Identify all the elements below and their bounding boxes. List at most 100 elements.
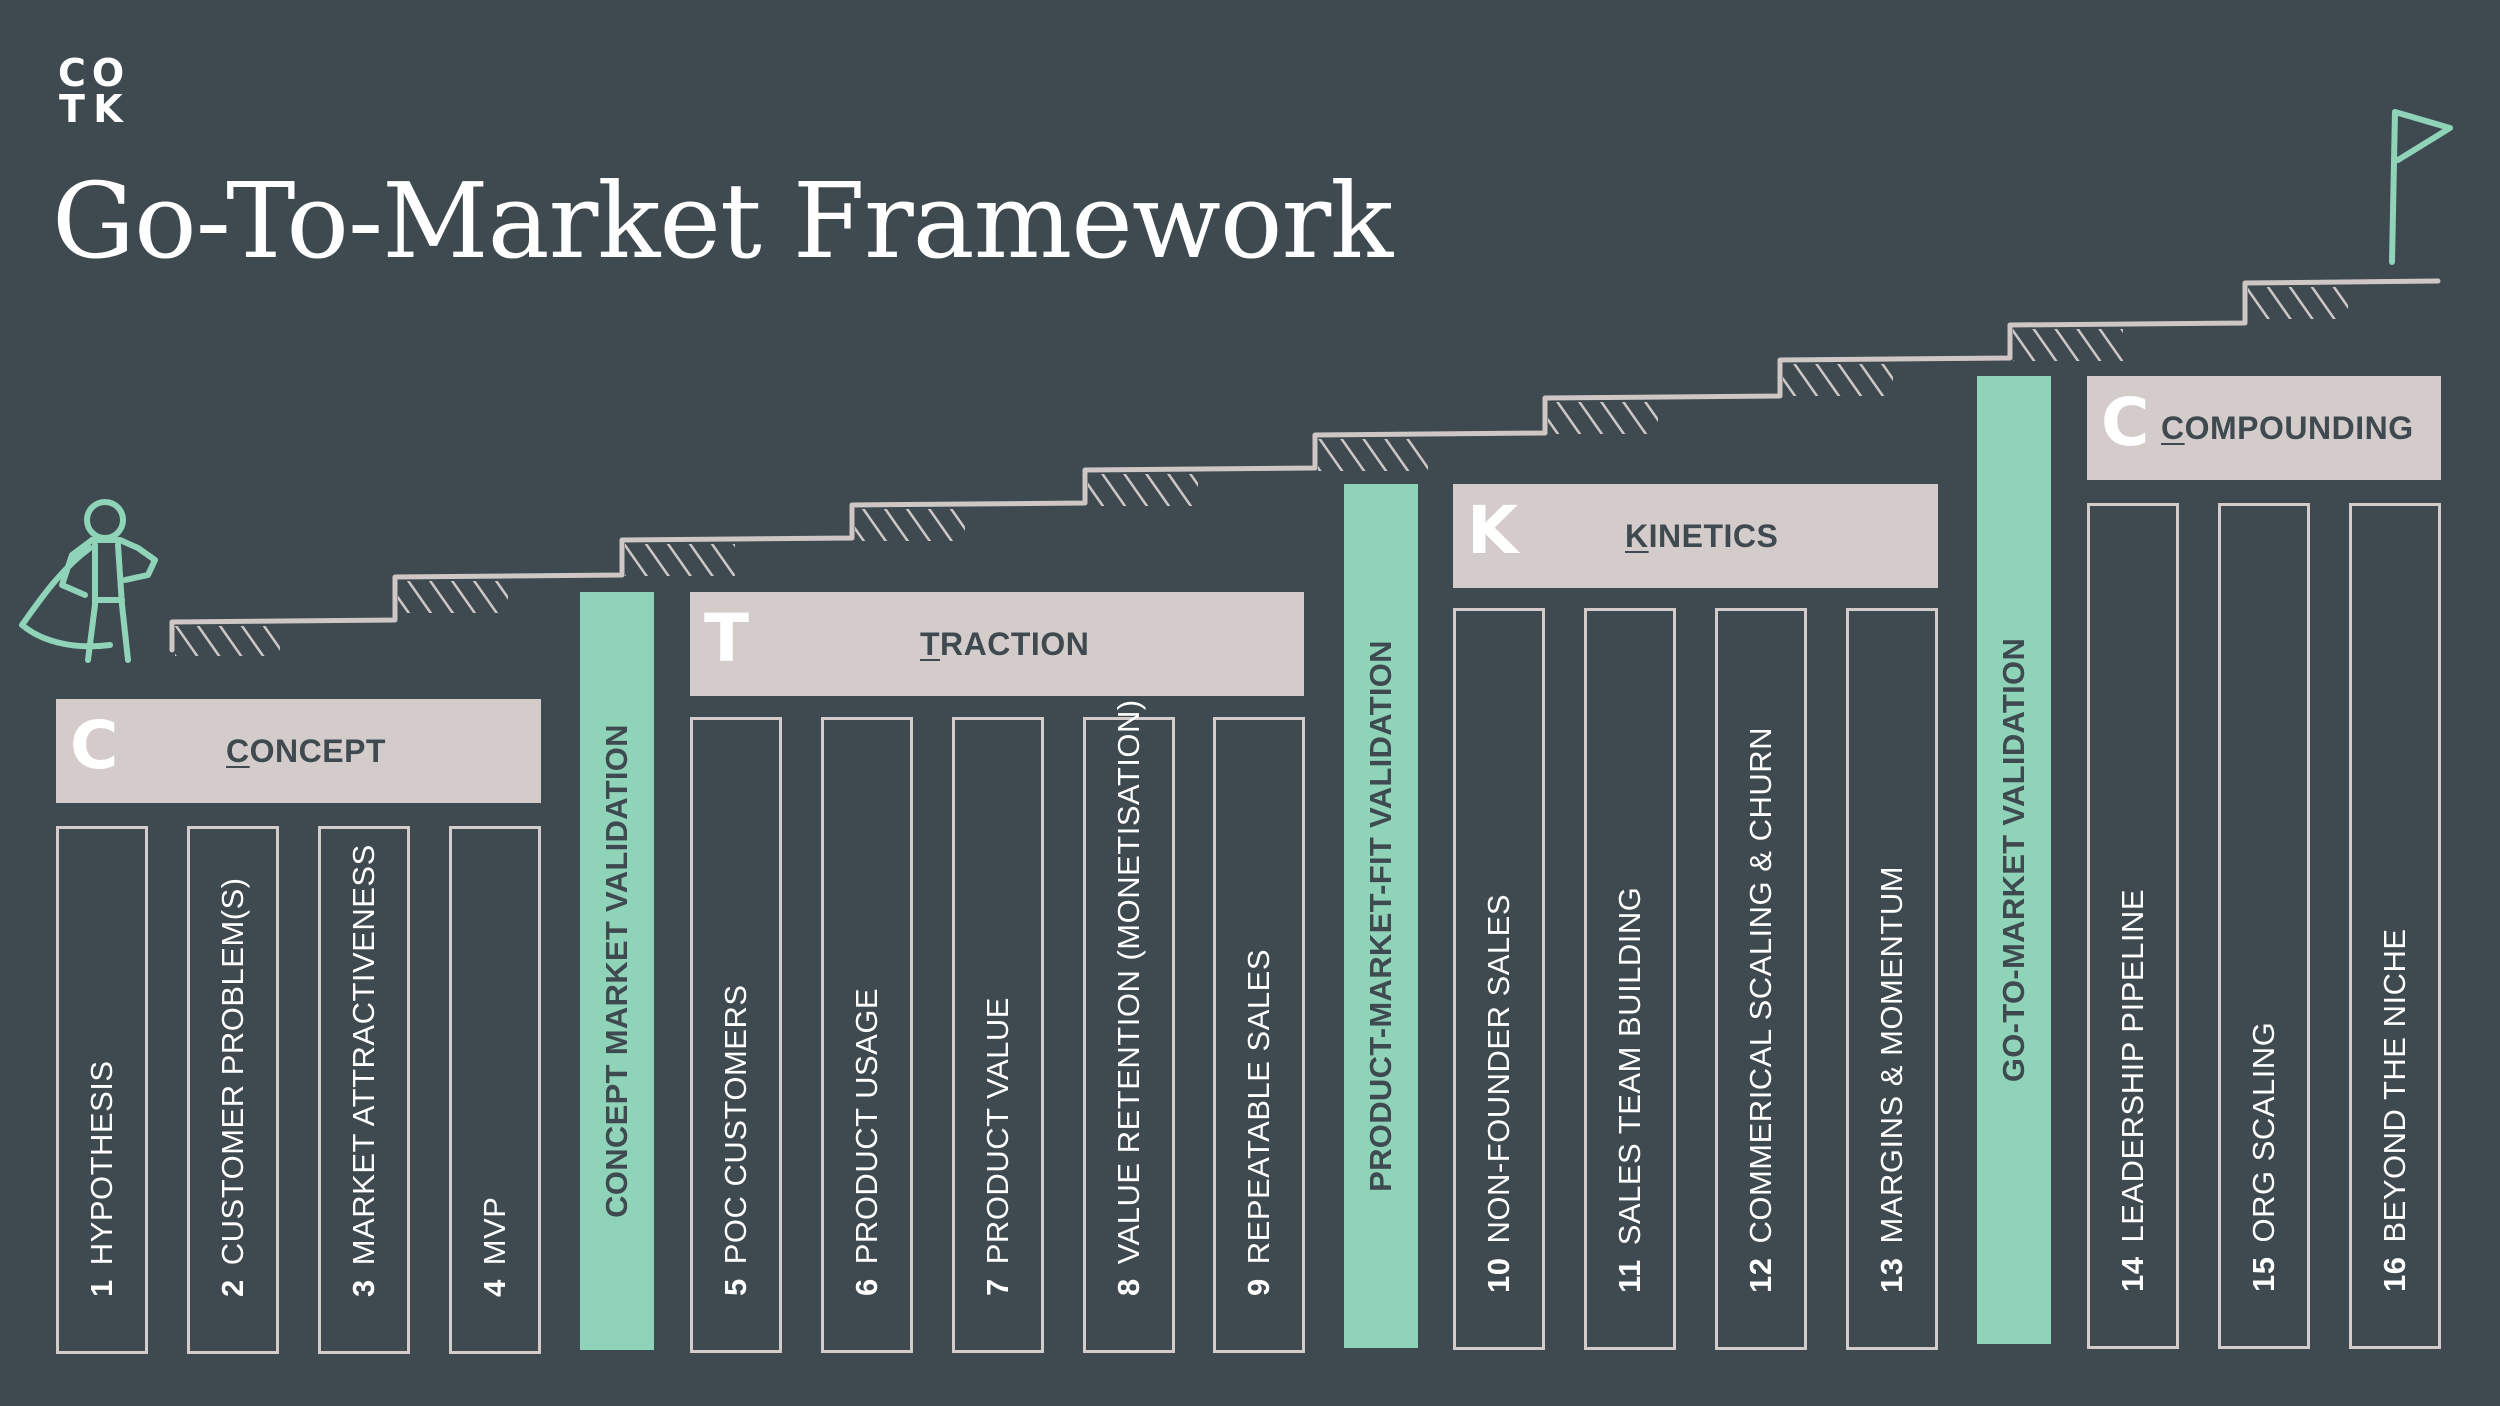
step-number: 4	[477, 1279, 512, 1297]
phase-letter: K	[1467, 492, 1519, 569]
step-column: 9 REPEATABLE SALES	[1213, 717, 1305, 1353]
phase-letter: T	[704, 600, 750, 677]
step-text: BEYOND THE NICHE	[2377, 928, 2412, 1243]
step-number: 7	[980, 1278, 1015, 1296]
step-column: 2 CUSTOMER PROBLEM(S)	[187, 826, 279, 1354]
step-label: 14 LEADERSHIP PIPELINE	[2115, 889, 2151, 1292]
phase-name-rest: RACTION	[940, 625, 1090, 662]
step-number: 11	[1612, 1259, 1647, 1293]
step-text: NON-FOUNDER SALES	[1481, 893, 1516, 1244]
step-text: PRODUCT USAGE	[849, 987, 884, 1265]
step-text: ORG SCALING	[2246, 1021, 2281, 1243]
step-number: 6	[849, 1278, 884, 1296]
step-label: 9 REPEATABLE SALES	[1241, 949, 1277, 1296]
step-column: 7 PRODUCT VALUE	[952, 717, 1044, 1353]
step-column: 13 MARGINS & MOMENTUM	[1846, 608, 1938, 1350]
validation-label: GO-TO-MARKET VALIDATION	[1996, 637, 2031, 1083]
step-text: HYPOTHESIS	[84, 1060, 119, 1266]
step-label: 3 MARKET ATTRACTIVENESS	[346, 844, 382, 1297]
step-column: 11 SALES TEAM BUILDING	[1584, 608, 1676, 1350]
step-number: 14	[2115, 1256, 2150, 1292]
step-label: 4 MVP	[477, 1197, 513, 1297]
step-label: 7 PRODUCT VALUE	[980, 997, 1016, 1296]
step-label: 1 HYPOTHESIS	[84, 1060, 120, 1297]
step-number: 9	[1241, 1278, 1276, 1296]
step-column: 10 NON-FOUNDER SALES	[1453, 608, 1545, 1350]
step-number: 2	[215, 1279, 250, 1297]
logo-letter: T	[59, 87, 85, 131]
validation-label: PRODUCT-MARKET-FIT VALIDATION	[1363, 640, 1398, 1192]
step-label: 11 SALES TEAM BUILDING	[1612, 887, 1648, 1293]
step-label: 15 ORG SCALING	[2246, 1022, 2282, 1292]
validation-bar-product-market-fit: PRODUCT-MARKET-FIT VALIDATION	[1344, 484, 1418, 1348]
step-label: 6 PRODUCT USAGE	[849, 988, 885, 1296]
step-number: 5	[718, 1278, 753, 1296]
flag-icon	[2389, 109, 2453, 265]
step-column: 12 COMMERICAL SCALING & CHURN	[1715, 608, 1807, 1350]
step-label: 8 VALUE RETENTION (MONETISATION)	[1111, 699, 1147, 1296]
phase-letter: C	[2101, 384, 2150, 461]
phase-name-rest: INETICS	[1648, 517, 1779, 554]
step-column: 15 ORG SCALING	[2218, 503, 2310, 1349]
step-label: 12 COMMERICAL SCALING & CHURN	[1743, 727, 1779, 1293]
step-text: VALUE RETENTION (MONETISATION)	[1111, 699, 1146, 1265]
step-column: 16 BEYOND THE NICHE	[2349, 503, 2441, 1349]
step-text: LEADERSHIP PIPELINE	[2115, 889, 2150, 1243]
step-column: 14 LEADERSHIP PIPELINE	[2087, 503, 2179, 1349]
step-number: 15	[2246, 1256, 2281, 1292]
step-column: 6 PRODUCT USAGE	[821, 717, 913, 1353]
phase-name-rest: ONCEPT	[249, 732, 386, 769]
step-column: 1 HYPOTHESIS	[56, 826, 148, 1354]
phase-name-initial: T	[920, 625, 941, 662]
step-label: 10 NON-FOUNDER SALES	[1481, 894, 1517, 1293]
step-text: PRODUCT VALUE	[980, 997, 1015, 1265]
phase-name-initial: K	[1625, 517, 1649, 554]
step-label: 16 BEYOND THE NICHE	[2377, 928, 2413, 1292]
step-text: MVP	[477, 1196, 512, 1266]
phase-name-initial: C	[2161, 409, 2185, 446]
validation-label: CONCEPT MARKET VALIDATION	[599, 724, 634, 1218]
step-label: 2 CUSTOMER PROBLEM(S)	[215, 877, 251, 1297]
step-column: 5 POC CUSTOMERS	[690, 717, 782, 1353]
step-text: MARKET ATTRACTIVENESS	[346, 844, 381, 1266]
step-text: SALES TEAM BUILDING	[1612, 886, 1647, 1246]
step-number: 13	[1874, 1257, 1909, 1293]
phase-letter: C	[70, 707, 119, 784]
step-text: COMMERICAL SCALING & CHURN	[1743, 726, 1778, 1244]
step-column: 8 VALUE RETENTION (MONETISATION)	[1083, 699, 1175, 1353]
step-number: 1	[84, 1279, 119, 1297]
validation-bar-concept-market: CONCEPT MARKET VALIDATION	[580, 592, 654, 1350]
step-label: 13 MARGINS & MOMENTUM	[1874, 866, 1910, 1293]
step-text: CUSTOMER PROBLEM(S)	[215, 877, 250, 1266]
logo-letter: C	[58, 51, 86, 95]
step-text: MARGINS & MOMENTUM	[1874, 865, 1909, 1244]
validation-bar-go-to-market: GO-TO-MARKET VALIDATION	[1977, 376, 2051, 1344]
step-text: POC CUSTOMERS	[718, 984, 753, 1265]
phase-name-rest: OMPOUNDING	[2184, 409, 2414, 446]
phase-name-initial: C	[226, 732, 250, 769]
step-number: 12	[1743, 1257, 1778, 1293]
step-number: 8	[1111, 1278, 1146, 1296]
step-number: 3	[346, 1279, 381, 1297]
step-number: 10	[1481, 1257, 1516, 1293]
cotk-logo: C O T K	[52, 51, 132, 135]
step-text: REPEATABLE SALES	[1241, 948, 1276, 1265]
person-with-cape-icon	[19, 499, 158, 663]
step-number: 16	[2377, 1256, 2412, 1292]
logo-letter: K	[93, 87, 123, 131]
page-title: Go-To-Market Framework	[52, 160, 1393, 282]
step-label: 5 POC CUSTOMERS	[718, 984, 754, 1296]
logo-letter: O	[91, 51, 125, 95]
step-column: 4 MVP	[449, 826, 541, 1354]
step-column: 3 MARKET ATTRACTIVENESS	[318, 826, 410, 1354]
